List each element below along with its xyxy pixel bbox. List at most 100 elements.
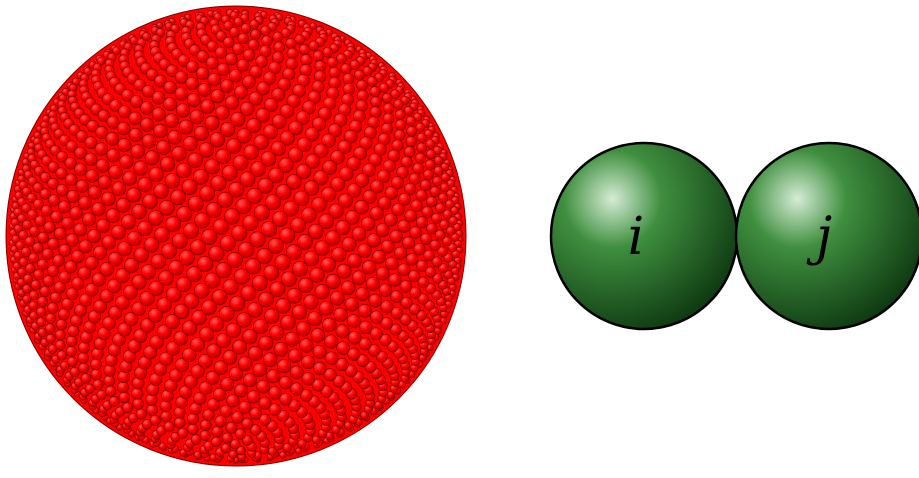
- cluster-bead: [87, 229, 102, 244]
- cluster-bead: [214, 105, 230, 121]
- cluster-bead: [268, 403, 282, 416]
- cluster-bead: [394, 246, 408, 260]
- cluster-bead: [438, 192, 449, 203]
- cluster-bead: [341, 236, 357, 252]
- cluster-bead: [148, 307, 163, 323]
- cluster-bead: [397, 219, 411, 233]
- cluster-bead: [285, 244, 302, 261]
- cluster-bead: [439, 219, 450, 230]
- cluster-bead: [228, 450, 238, 460]
- cluster-bead: [90, 368, 102, 381]
- cluster-bead: [279, 130, 295, 146]
- cluster-bead: [408, 303, 421, 316]
- cluster-bead: [45, 312, 57, 324]
- cluster-bead: [318, 213, 334, 230]
- cluster-bead: [165, 216, 182, 233]
- cluster-bead: [91, 272, 106, 287]
- cluster-bead: [256, 379, 271, 394]
- cluster-bead: [39, 171, 51, 184]
- cluster-bead: [232, 42, 245, 55]
- cluster-bead: [332, 374, 346, 388]
- cluster-bead: [118, 105, 132, 119]
- cluster-bead: [25, 263, 36, 274]
- cluster-bead: [368, 152, 382, 167]
- cluster-bead: [58, 308, 70, 321]
- cluster-bead: [255, 55, 268, 68]
- cluster-bead: [400, 296, 413, 310]
- cluster-bead: [11, 234, 21, 244]
- cluster-bead: [67, 356, 78, 368]
- cluster-bead: [101, 191, 116, 207]
- cluster-bead: [185, 76, 199, 91]
- cluster-bead: [324, 351, 339, 366]
- cluster-bead: [287, 147, 304, 163]
- cluster-bead: [165, 64, 179, 78]
- cluster-bead: [175, 276, 192, 293]
- cluster-bead: [258, 291, 274, 308]
- cluster-bead: [117, 381, 130, 394]
- cluster-bead: [197, 255, 214, 272]
- cluster-bead: [413, 243, 426, 256]
- cluster-bead: [133, 78, 147, 92]
- cluster-bead: [293, 190, 310, 207]
- cluster-bead: [444, 199, 455, 209]
- cluster-bead: [58, 200, 71, 214]
- cluster-bead: [159, 351, 174, 366]
- cluster-bead: [231, 411, 244, 424]
- cluster-bead: [389, 229, 403, 244]
- cluster-bead: [435, 202, 446, 214]
- cluster-bead: [64, 157, 77, 170]
- cluster-bead: [420, 232, 433, 245]
- cluster-bead: [330, 176, 346, 192]
- cluster-bead: [220, 121, 236, 138]
- cluster-bead: [232, 339, 248, 355]
- cluster-bead: [276, 358, 292, 374]
- cluster-bead: [205, 56, 219, 70]
- cluster-bead: [124, 312, 139, 327]
- cluster-bead: [380, 317, 394, 330]
- cluster-bead: [240, 22, 252, 34]
- cluster-bead: [190, 434, 202, 445]
- cluster-bead: [382, 159, 396, 173]
- cluster-bead: [218, 305, 235, 322]
- particle-cluster: [5, 5, 467, 467]
- cluster-bead: [28, 290, 40, 301]
- cluster-bead: [287, 348, 303, 363]
- cluster-bead: [321, 186, 337, 202]
- cluster-bead: [233, 85, 249, 100]
- cluster-bead: [353, 146, 368, 161]
- cluster-bead: [378, 82, 390, 93]
- cluster-bead: [23, 273, 33, 284]
- cluster-bead: [123, 284, 138, 300]
- cluster-bead: [314, 284, 330, 300]
- cluster-bead: [283, 200, 299, 217]
- cluster-bead: [312, 344, 327, 359]
- cluster-bead: [34, 215, 46, 227]
- cluster-bead: [94, 142, 109, 156]
- cluster-bead: [222, 349, 238, 365]
- cluster-bead: [217, 191, 234, 208]
- cluster-bead: [128, 127, 143, 142]
- cluster-bead: [102, 316, 116, 330]
- cluster-bead: [347, 347, 361, 361]
- cluster-bead: [405, 253, 419, 266]
- cluster-bead: [260, 221, 278, 238]
- cluster-bead: [130, 144, 145, 159]
- cluster-bead: [28, 252, 40, 264]
- cluster-bead: [173, 330, 189, 346]
- cluster-bead: [285, 37, 297, 49]
- cluster-bead: [409, 226, 422, 239]
- cluster-bead: [233, 268, 250, 285]
- cluster-bead: [240, 285, 257, 302]
- cluster-bead: [360, 216, 376, 232]
- cluster-bead: [299, 338, 314, 353]
- cluster-bead: [211, 289, 228, 306]
- cluster-bead: [193, 169, 209, 185]
- cluster-bead: [357, 303, 372, 318]
- cluster-bead: [307, 311, 323, 327]
- cluster-bead: [92, 379, 104, 391]
- cluster-bead: [415, 216, 428, 229]
- cluster-bead: [369, 206, 384, 221]
- cluster-bead: [141, 133, 157, 149]
- cluster-bead: [247, 345, 263, 361]
